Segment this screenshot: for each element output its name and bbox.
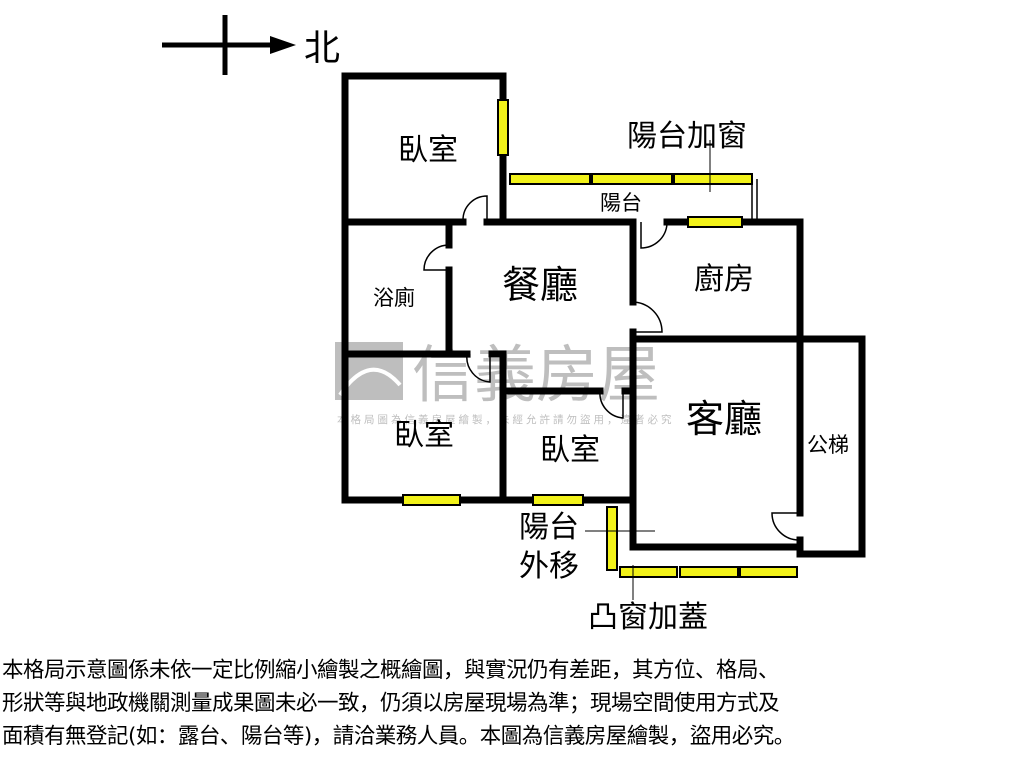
disclaimer-line: 形狀等與地政機關測量成果圖未必一致，仍須以房屋現場為準；現場空間使用方式及 bbox=[2, 691, 780, 716]
room-bath: 浴廁 bbox=[373, 286, 415, 310]
balcony-moved-annotation-1: 陽台 bbox=[519, 510, 579, 545]
door-icon bbox=[462, 195, 488, 222]
room-bedroom-top: 臥室 bbox=[398, 133, 458, 168]
window bbox=[402, 494, 461, 506]
watermark-brand: 信義房屋 bbox=[412, 338, 660, 411]
window bbox=[739, 566, 798, 578]
room-bedroom-mid: 臥室 bbox=[540, 433, 600, 468]
balcony-window-annotation: 陽台加窗 bbox=[627, 119, 747, 154]
window bbox=[532, 494, 584, 506]
room-stairs: 公梯 bbox=[807, 433, 849, 457]
room-balcony: 陽台 bbox=[600, 191, 642, 215]
door-icon bbox=[771, 512, 801, 541]
north-arrow-icon bbox=[162, 15, 296, 75]
disclaimer-line: 本格局示意圖係未依一定比例縮小繪製之概繪圖，與實況仍有差距，其方位、格局、 bbox=[2, 658, 780, 683]
window bbox=[591, 173, 673, 185]
disclaimer: 本格局示意圖係未依一定比例縮小繪製之概繪圖，與實況仍有差距，其方位、格局、 形狀… bbox=[2, 654, 1024, 753]
room-dining: 餐廳 bbox=[502, 263, 578, 307]
door-icon bbox=[599, 390, 624, 419]
door-icon bbox=[640, 222, 668, 249]
window bbox=[679, 566, 739, 578]
disclaimer-line: 面積有無登記(如：露台、陽台等)，請洽業務人員。本圖為信義房屋繪製，盜用必究。 bbox=[2, 724, 795, 749]
door-icon bbox=[466, 353, 491, 383]
window bbox=[673, 173, 753, 185]
window bbox=[497, 99, 509, 156]
window bbox=[509, 173, 591, 185]
window bbox=[606, 506, 618, 571]
room-bedroom-left: 臥室 bbox=[394, 418, 454, 453]
door-icon bbox=[632, 301, 663, 333]
balcony-moved-annotation-2: 外移 bbox=[519, 549, 579, 584]
north-label: 北 bbox=[304, 28, 340, 69]
door-icon bbox=[423, 244, 450, 271]
room-kitchen: 廚房 bbox=[694, 262, 754, 297]
window bbox=[619, 566, 678, 578]
annotation-leaders bbox=[585, 140, 711, 600]
room-living: 客廳 bbox=[686, 397, 762, 441]
doors bbox=[423, 179, 801, 541]
windows bbox=[402, 99, 798, 578]
window bbox=[687, 216, 743, 228]
bay-window-annotation: 凸窗加蓋 bbox=[588, 600, 708, 635]
